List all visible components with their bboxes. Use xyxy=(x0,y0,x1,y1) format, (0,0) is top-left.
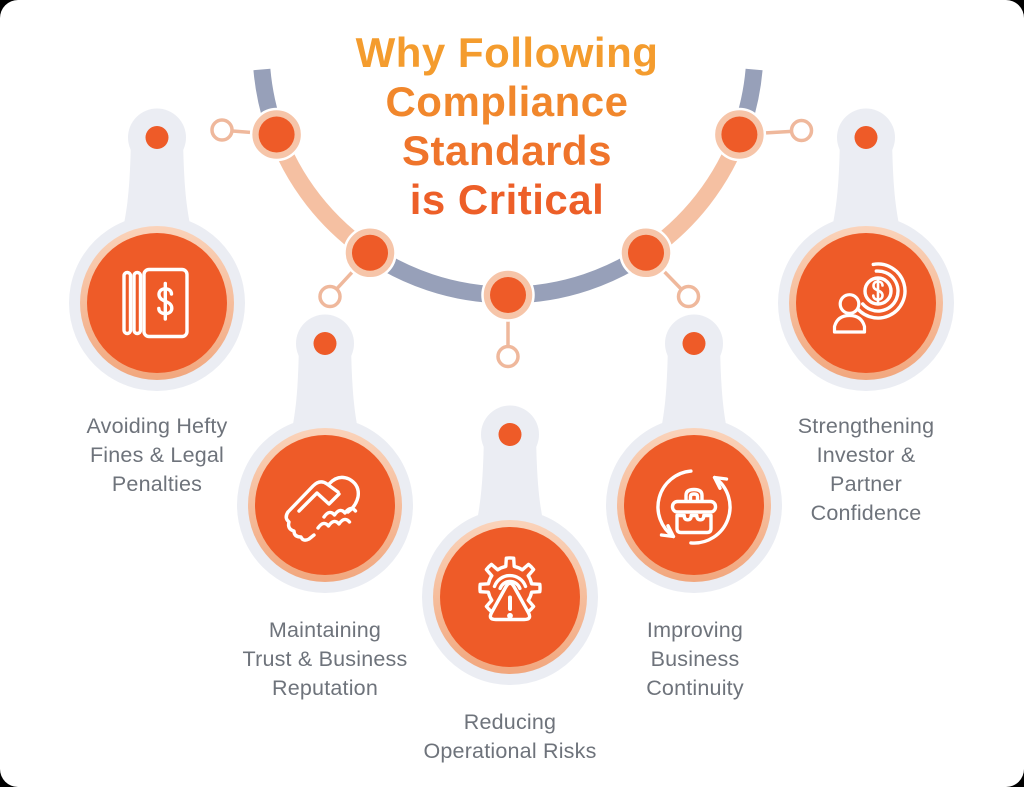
label-business-continuity: Improving Business Continuity xyxy=(563,616,827,703)
label-operational-risks: Reducing Operational Risks xyxy=(378,708,642,766)
label-line: Improving xyxy=(646,618,744,642)
label-investor-confidence: Strengthening Investor & Partner Confide… xyxy=(734,412,998,528)
gear-warning-icon xyxy=(478,556,542,622)
arc-node-2 xyxy=(343,226,397,280)
label-line: Fines & Legal xyxy=(89,443,225,467)
arc-node-4 xyxy=(619,226,673,280)
label-line: Penalties xyxy=(111,472,203,496)
label-line: Business xyxy=(650,647,740,671)
arc-node-3 xyxy=(481,268,535,322)
handshake-icon xyxy=(284,475,360,542)
balloon-knob-dots xyxy=(145,126,878,446)
title-line: Standards xyxy=(402,127,612,174)
label-line: Confidence xyxy=(810,501,922,525)
arc-nodes xyxy=(249,107,767,322)
arc-node-1 xyxy=(249,107,304,162)
ledger-dollar-icon xyxy=(122,267,189,339)
label-trust-reputation: Maintaining Trust & Business Reputation xyxy=(193,616,457,703)
label-avoiding-fines: Avoiding Hefty Fines & Legal Penalties xyxy=(25,412,289,499)
title-line: Why Following xyxy=(355,29,659,76)
label-line: Maintaining xyxy=(268,618,382,642)
hollow-dot-1 xyxy=(210,118,234,142)
label-line: Trust & Business xyxy=(242,647,408,671)
page-title: Why Following Compliance Standards is Cr… xyxy=(262,28,752,224)
label-line: Investor & xyxy=(816,443,916,467)
label-line: Reputation xyxy=(272,676,378,700)
label-line: Strengthening xyxy=(797,414,935,438)
label-line: Continuity xyxy=(646,676,744,700)
hollow-dot-4 xyxy=(676,284,701,309)
title-line: Compliance xyxy=(385,78,629,125)
briefcase-cycle-icon xyxy=(656,469,732,545)
label-line: Operational Risks xyxy=(423,739,597,763)
person-dollar-icon xyxy=(832,262,907,334)
title-line: is Critical xyxy=(409,176,605,223)
label-line: Avoiding Hefty xyxy=(86,414,228,438)
label-line: Partner xyxy=(830,472,902,496)
label-line: Reducing xyxy=(463,710,557,734)
hollow-dot-5 xyxy=(789,118,814,143)
arc-node-5 xyxy=(712,107,767,162)
hollow-dot-2 xyxy=(318,284,342,309)
hollow-dot-3 xyxy=(496,344,520,369)
